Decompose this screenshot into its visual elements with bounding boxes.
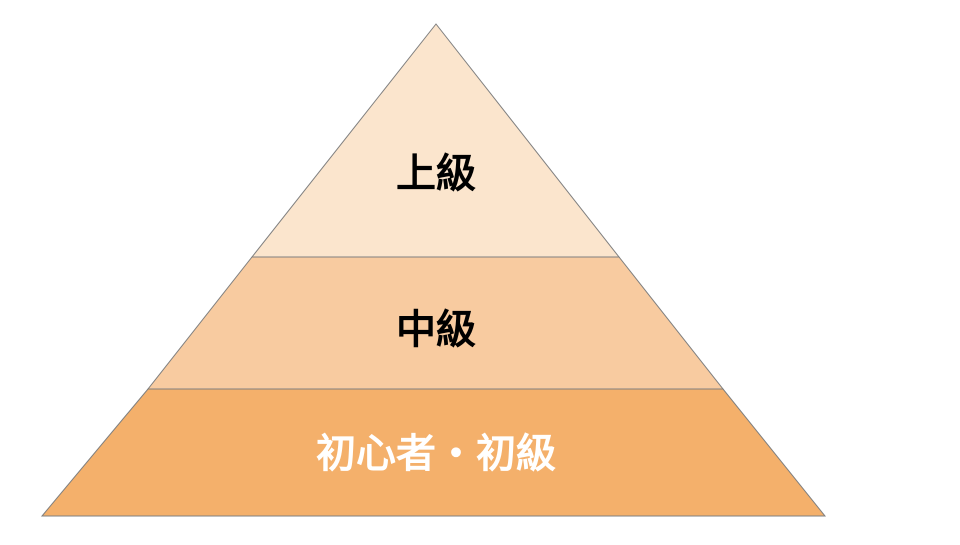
tier-label-advanced: 上級: [396, 151, 476, 197]
pyramid-tier-top: [250, 23, 621, 258]
pyramid-tier-bottom: [40, 388, 827, 517]
tier-label-intermediate: 中級: [396, 307, 476, 353]
tier-label-beginner: 初心者・初級: [316, 431, 556, 477]
